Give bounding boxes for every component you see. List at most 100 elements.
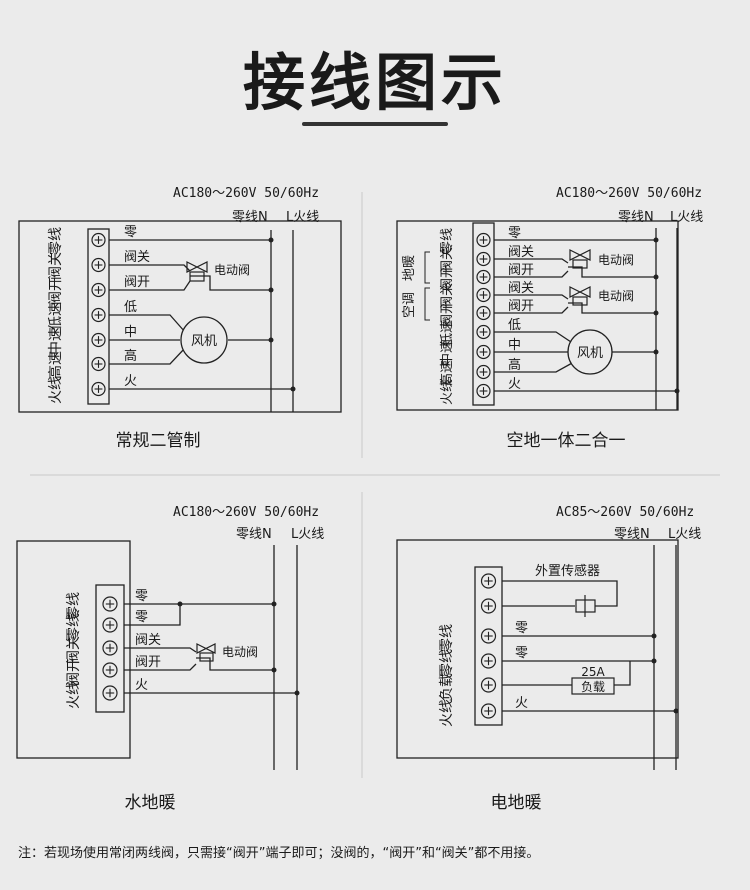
wire-label: 零 [135, 610, 148, 625]
wire-label: 低 [508, 318, 521, 333]
panel-caption: 常规二管制 [116, 431, 201, 451]
wire-label: 阀关 [508, 281, 534, 296]
terminal-side-label: 火线 [440, 379, 455, 405]
panel-caption: 空地一体二合一 [507, 431, 626, 451]
terminal-side-label: 阀关 [440, 247, 455, 273]
terminal-side-label: 地暖 [402, 255, 417, 281]
panel-water-floor-heating: AC180～260V 50/60Hz 零线N L火线 电动阀 水地暖 [16, 505, 324, 813]
neutral-label: 零线N [232, 210, 268, 225]
terminal-details: 零线阀关阀开低速中速高速火线零阀关阀开低中高火零线阀关阀开阀关阀开低速中速高速火… [47, 225, 534, 727]
terminal-side-label: 零线 [439, 624, 455, 652]
terminal-side-label: 阀关 [440, 283, 455, 309]
terminal-block [472, 222, 495, 406]
load-box [571, 677, 615, 695]
sensor-symbol [575, 595, 596, 617]
wire-label: 阀开 [135, 655, 161, 670]
wire-label: 火 [124, 374, 137, 389]
page-title: 接线图示 [242, 46, 507, 119]
load-rating: 25A [581, 665, 605, 679]
junctions [651, 633, 679, 714]
supply-label: AC180～260V 50/60Hz [173, 186, 319, 201]
wire-label: 阀关 [508, 245, 534, 260]
terminal-side-label: 阀开 [66, 658, 82, 686]
wire-label: 火 [135, 678, 148, 693]
terminal-side-label: 火线 [48, 376, 64, 404]
wire-label: 火 [515, 696, 528, 711]
controller-box [396, 539, 679, 759]
valve-symbol [569, 286, 591, 306]
wire-label: 中 [124, 325, 137, 340]
controller-box [396, 220, 679, 411]
controller-box [16, 540, 131, 759]
quadrant-dividers [30, 192, 720, 778]
terminal-side-label: 阀开 [440, 265, 455, 291]
terminal-side-label: 低速 [440, 320, 455, 346]
panel-combined-air-floor: AC180～260V 50/60Hz 零线N L火线 [396, 186, 703, 451]
wire-label: 高 [508, 357, 521, 373]
wire-label: 阀开 [124, 275, 150, 290]
terminal-side-label: 负载 [439, 673, 455, 701]
wires [109, 239, 293, 390]
wire-label: 零 [508, 226, 521, 241]
supply-label: AC180～260V 50/60Hz [556, 186, 702, 201]
load-label: 负载 [581, 680, 605, 694]
panel-caption: 水地暖 [125, 793, 176, 813]
wires [502, 580, 676, 712]
wire-label: 高 [124, 348, 137, 364]
title-underline [302, 122, 448, 126]
panel-standard-two-pipe: AC180～260V 50/60Hz 零线N L火线 电动阀 风机 [18, 186, 342, 451]
terminal-block [474, 566, 503, 726]
terminal-side-label: 火线 [66, 681, 82, 709]
valve-symbol [196, 643, 216, 662]
supply-label: AC85～260V 50/60Hz [556, 505, 694, 520]
neutral-label: 零线N [618, 210, 654, 225]
terminal-side-label: 零线 [66, 592, 82, 620]
terminal-side-label: 阀关 [48, 252, 64, 280]
valve-label: 电动阀 [214, 263, 250, 277]
footnote: 注：若现场使用常闭两线阀，只需接“阀开”端子即可；没阀的，“阀开”和“阀关”都不… [18, 846, 540, 861]
junctions [268, 237, 296, 392]
sensor-label: 外置传感器 [535, 563, 600, 579]
live-label: L火线 [670, 210, 703, 225]
wire-label: 零 [135, 589, 148, 604]
wire-label: 阀关 [124, 250, 150, 265]
valve-symbol [569, 249, 591, 269]
terminal-side-label: 中速 [440, 340, 455, 366]
live-label: L火线 [291, 527, 324, 542]
terminal-side-label: 零线 [439, 649, 455, 677]
fan-label: 风机 [577, 346, 603, 361]
group-brackets [424, 251, 430, 321]
terminal-block [87, 228, 110, 405]
controller-box [18, 220, 342, 413]
panel-caption: 电地暖 [491, 793, 542, 813]
wire-label: 阀开 [508, 263, 534, 278]
neutral-label: 零线N [236, 527, 272, 542]
junctions [653, 237, 680, 394]
wire-label: 低 [124, 300, 137, 315]
live-label: L火线 [668, 527, 701, 542]
terminal-side-label: 中速 [48, 327, 64, 355]
fan-label: 风机 [191, 334, 217, 349]
terminal-side-label: 火线 [439, 699, 455, 727]
wire-label: 火 [508, 377, 521, 392]
terminal-side-label: 零线 [66, 613, 82, 641]
terminal-side-label: 高速 [47, 351, 64, 379]
wire-label: 零 [515, 621, 528, 636]
live-label: L火线 [286, 210, 319, 225]
terminal-side-label: 低速 [48, 302, 64, 330]
wire-label: 零 [124, 225, 137, 240]
fan-motor [180, 316, 228, 364]
wires [124, 603, 297, 694]
wires [494, 239, 677, 392]
valve-symbol [186, 261, 208, 282]
wire-label: 阀关 [135, 633, 161, 648]
terminal-side-label: 阀关 [66, 636, 82, 664]
wire-label: 零 [515, 646, 528, 661]
terminal-side-label: 阀开 [440, 301, 455, 327]
terminal-side-label: 阀开 [48, 277, 64, 305]
junctions [177, 601, 300, 696]
terminal-side-label: 零线 [48, 227, 64, 255]
wire-label: 阀开 [508, 299, 534, 314]
terminal-side-label: 空调 [402, 292, 417, 318]
